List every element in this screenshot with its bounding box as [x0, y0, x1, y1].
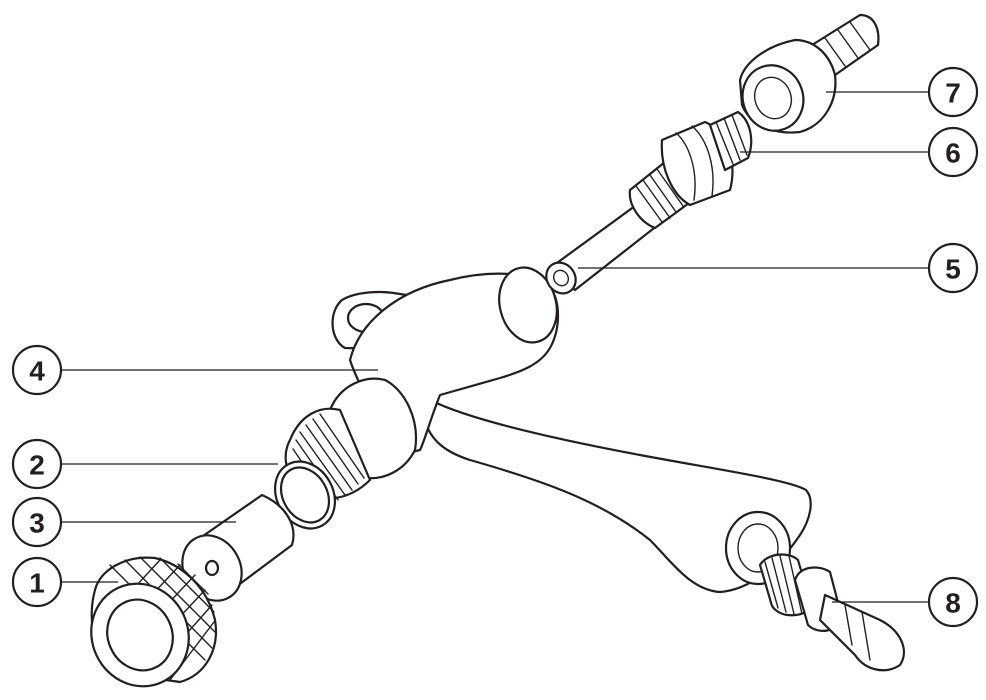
- callout-1: 1: [11, 556, 63, 608]
- callout-8-label: 8: [945, 588, 961, 619]
- callout-7: 7: [927, 66, 979, 118]
- callout-7-label: 7: [945, 78, 961, 109]
- callout-6: 6: [927, 126, 979, 178]
- part-2-o-ring: [273, 460, 337, 530]
- callout-3: 3: [11, 496, 63, 548]
- callout-6-label: 6: [945, 138, 961, 169]
- callout-1-label: 1: [29, 568, 45, 599]
- callout-2: 2: [11, 438, 63, 490]
- callout-4-label: 4: [29, 356, 45, 387]
- leader-lines: [62, 91, 929, 603]
- part-4-gun-body: [284, 266, 812, 594]
- callout-5-label: 5: [945, 254, 961, 285]
- callout-4: 4: [11, 344, 63, 396]
- callout-3-label: 3: [29, 508, 45, 539]
- part-7-hose-fitting: [738, 13, 880, 134]
- part-1-knurled-nut: [90, 556, 218, 688]
- callout-2-label: 2: [29, 450, 45, 481]
- part-8-barbed-connector: [758, 553, 906, 672]
- callout-8: 8: [927, 576, 979, 628]
- callout-5: 5: [927, 242, 979, 294]
- part-6-threaded-fitting: [628, 110, 753, 230]
